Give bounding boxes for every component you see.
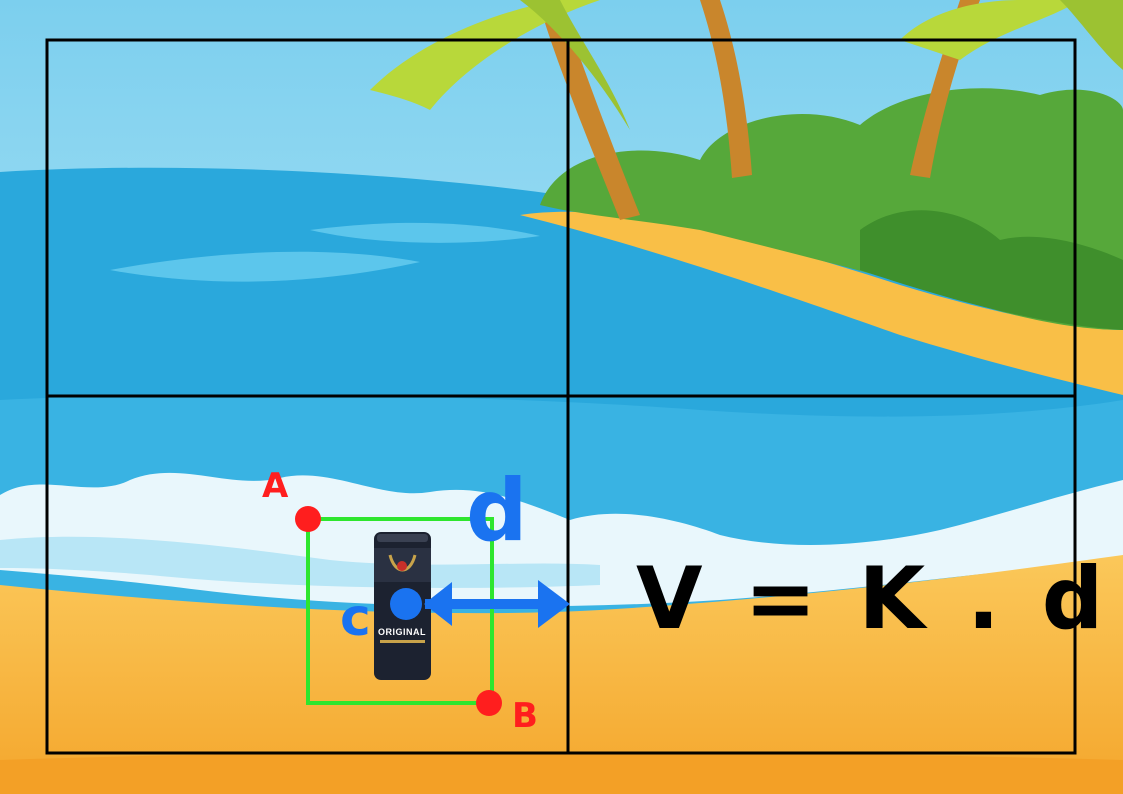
sand-spit [520, 211, 1123, 395]
palm-trunk [700, 0, 752, 178]
center-point-c [390, 588, 422, 620]
sea-foam-shade [0, 536, 600, 588]
palm-leaves [900, 0, 1080, 60]
sand-beach [0, 555, 1123, 794]
palm-leaves [370, 0, 600, 110]
palm-leaves [1060, 0, 1123, 70]
palm-trunk [538, 0, 640, 220]
corner-point-b [476, 690, 502, 716]
sea-highlight [310, 222, 540, 243]
grid [45, 38, 1077, 755]
label-distance-d: d [466, 461, 528, 561]
distance-arrow-head-left [424, 582, 452, 626]
can-label-text: ORIGINAL [378, 627, 426, 637]
can-label-area: ORIGINAL [372, 531, 432, 681]
label-point-b: B [512, 696, 538, 736]
distance-arrow-head-right [538, 580, 570, 628]
sand-bottom-band [0, 751, 1123, 794]
label-center-c: c [340, 588, 371, 648]
corner-point-a [295, 506, 321, 532]
velocity-formula: V = K . d [636, 549, 1110, 649]
object-bounding-box [306, 517, 494, 705]
bushes-shade [860, 210, 1123, 330]
label-point-a: A [262, 466, 289, 506]
sea-highlight [110, 251, 420, 282]
